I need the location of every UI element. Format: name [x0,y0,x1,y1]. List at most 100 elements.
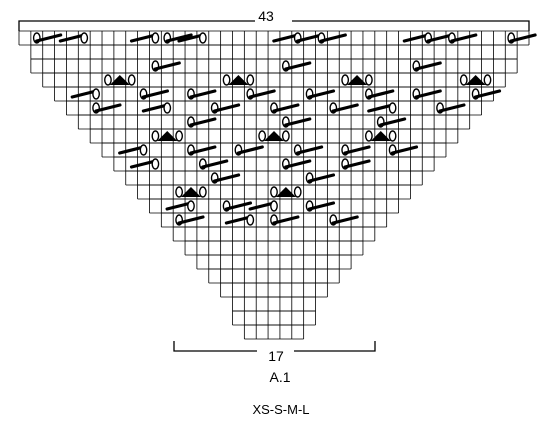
chart-row [30,44,518,60]
decrease-symbol [224,215,253,225]
decrease-symbol [307,201,336,211]
double-decrease-symbol [228,75,249,85]
yarn-over-symbol [364,74,373,86]
chart-row [172,226,376,242]
yarn-over-symbol [80,32,89,44]
yarn-over-symbol [151,130,160,142]
yarn-over-symbol [388,102,397,114]
decrease-symbol [331,103,359,113]
decrease-symbol [35,33,63,43]
decrease-symbol [129,33,158,43]
yarn-over-symbol [388,130,397,142]
yarn-over-symbol [175,130,184,142]
yarn-over-symbol [222,74,231,86]
chart-symbols [32,32,537,226]
yarn-over-symbol [246,214,255,226]
yarn-over-symbol [187,200,195,212]
yarn-over-symbol [198,186,207,198]
decrease-symbol [212,173,241,183]
decrease-symbol [189,145,217,155]
decrease-symbol [189,89,217,99]
yarn-over-symbol [281,130,290,142]
double-decrease-symbol [275,187,296,197]
yarn-over-symbol [92,88,100,100]
decrease-symbol [141,103,169,113]
top-stitch-count: 43 [258,8,274,24]
decrease-symbol [272,103,300,113]
double-decrease-symbol [264,131,284,141]
decrease-symbol [379,117,407,127]
decrease-symbol [284,117,312,127]
yarn-over-symbol [104,74,112,86]
decrease-symbol [295,33,324,43]
yarn-over-symbol [151,32,160,44]
yarn-over-symbol [258,130,267,142]
double-decrease-symbol [347,75,368,85]
decrease-symbol [118,145,146,155]
decrease-symbol [426,33,454,43]
decrease-symbol [248,89,276,99]
decrease-symbol [212,103,241,113]
yarn-over-symbol [151,158,160,170]
chart-title: A.1 [269,369,290,385]
double-decrease-symbol [157,131,178,141]
yarn-over-symbol [175,186,184,198]
chart-row [232,310,316,326]
yarn-over-symbol [127,74,136,86]
decrease-symbol [307,173,336,183]
decrease-symbol [165,33,193,43]
size-label: XS-S-M-L [252,402,309,417]
decrease-symbol [153,61,181,71]
double-decrease-symbol [180,187,201,197]
chart-row [208,268,340,284]
chart-row [30,58,518,74]
yarn-over-symbol [246,74,255,86]
double-decrease-symbol [109,75,130,85]
chart-row [196,254,352,270]
chart-row [77,114,471,130]
chart-row [243,324,305,340]
decrease-symbol [331,215,359,225]
decrease-symbol [272,33,300,43]
chart-row [125,170,423,186]
decrease-symbol [224,201,253,211]
double-decrease-symbol [370,131,391,141]
decrease-symbol [70,89,98,99]
yarn-over-symbol [293,186,302,198]
decrease-symbol [284,159,312,169]
decrease-symbol [165,201,193,211]
yarn-over-symbol [341,74,350,86]
chart-grid [18,30,530,340]
decrease-symbol [390,145,419,155]
decrease-symbol [236,145,264,155]
double-decrease-symbol [465,75,486,85]
decrease-symbol [343,159,371,169]
decrease-symbol [509,33,537,43]
yarn-over-symbol [139,144,148,156]
decrease-symbol [177,215,205,225]
decrease-symbol [177,33,205,43]
bottom-bracket [173,341,376,352]
chart-row [113,156,435,172]
decrease-symbol [189,117,217,127]
decrease-symbol [307,89,336,99]
yarn-over-symbol [364,130,373,142]
decrease-symbol [343,145,371,155]
chart-row [42,72,506,88]
decrease-symbol [129,159,158,169]
yarn-over-symbol [163,102,172,114]
chart-row [220,282,328,298]
decrease-symbol [94,103,122,113]
chart-row [184,240,364,256]
decrease-symbol [402,33,430,43]
decrease-symbol [414,89,442,99]
chart-row [232,296,316,312]
decrease-symbol [58,33,86,43]
decrease-symbol [438,103,466,113]
decrease-symbol [201,159,229,169]
bottom-stitch-count: 17 [268,348,284,364]
decrease-symbol [319,33,347,43]
decrease-symbol [248,201,276,211]
decrease-symbol [473,89,502,99]
